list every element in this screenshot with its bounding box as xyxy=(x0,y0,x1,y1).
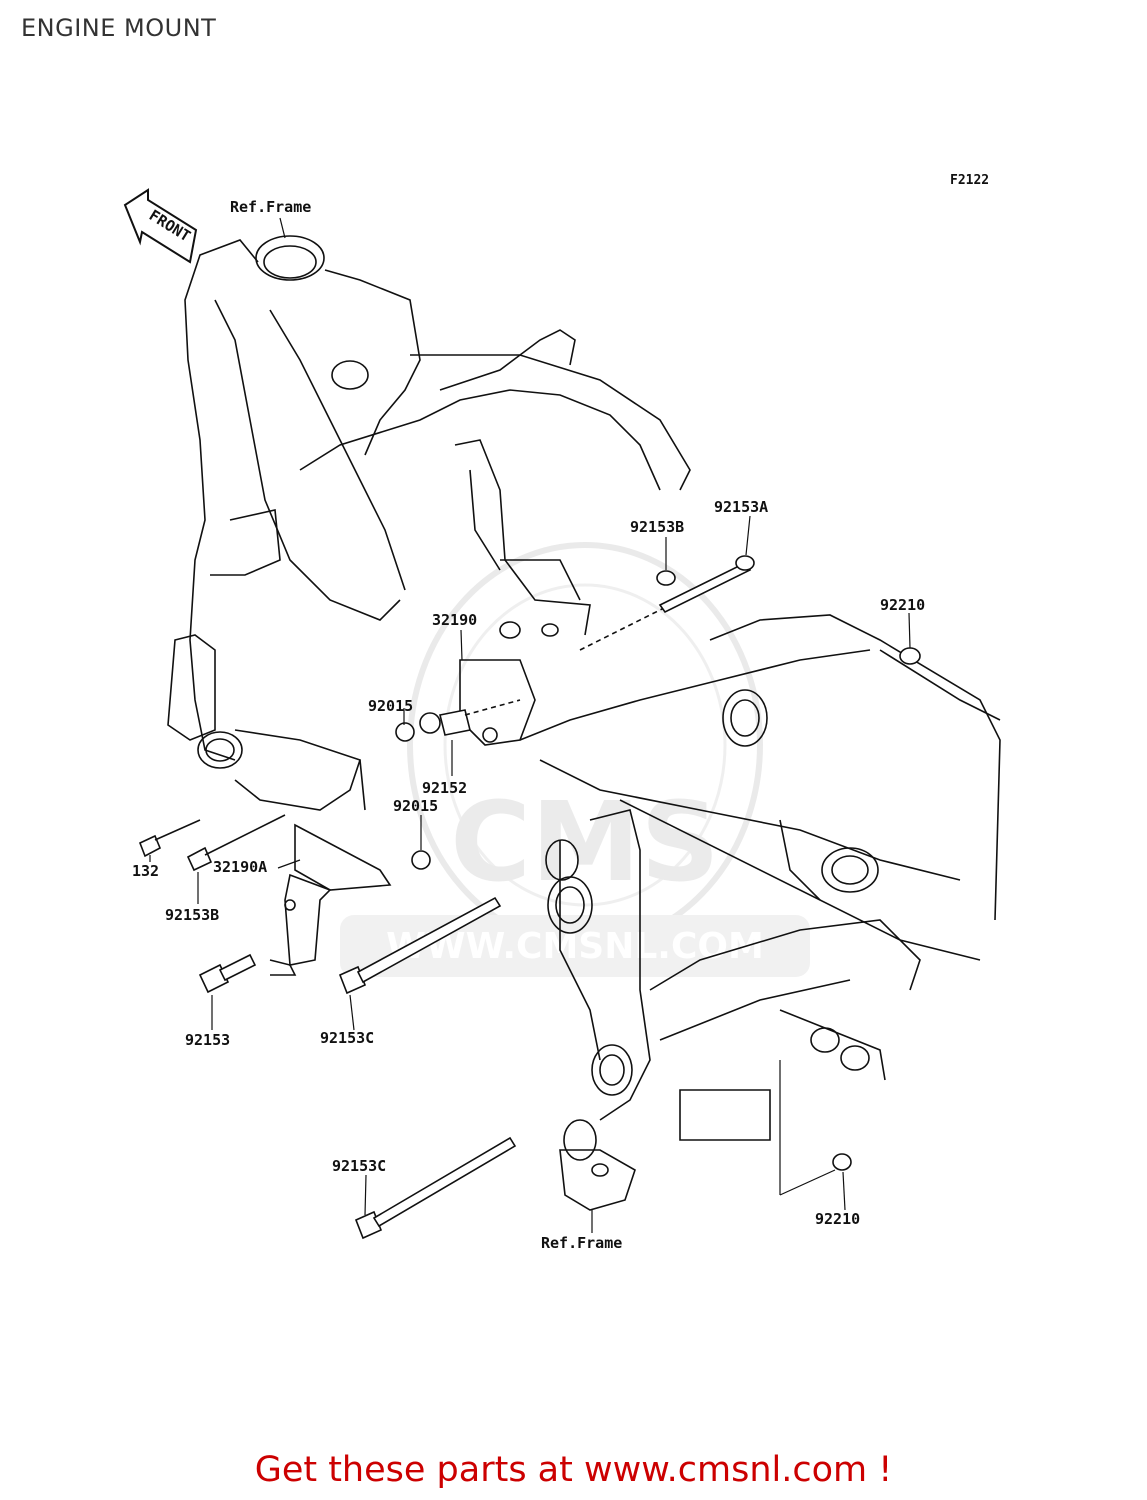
bracket-32190a-drawing xyxy=(269,823,392,976)
cta-link[interactable]: Get these parts at www.cmsnl.com ! xyxy=(254,1450,893,1490)
fasteners-drawing xyxy=(138,555,921,1240)
front-arrow-icon: FRONT xyxy=(123,188,198,264)
callout-32190a: 32190A xyxy=(213,858,267,876)
callout-92153c-bottom: 92153C xyxy=(332,1157,386,1175)
callout-92153b-top: 92153B xyxy=(630,518,684,536)
lower-frame-drawing xyxy=(519,614,1001,1211)
watermark: CMS WWW.CMSNL.COM xyxy=(340,542,810,977)
callout-92152: 92152 xyxy=(422,779,467,797)
upper-frame-drawing xyxy=(167,235,691,811)
leader-lines xyxy=(149,217,911,1233)
callout-92153a: 92153A xyxy=(714,498,768,516)
callout-92210-bottom: 92210 xyxy=(815,1210,860,1228)
svg-text:CMS: CMS xyxy=(450,778,719,906)
page-title: ENGINE MOUNT xyxy=(21,14,217,42)
callout-32190: 32190 xyxy=(432,611,477,629)
callout-92153b-bottom: 92153B xyxy=(165,906,219,924)
callout-92210-top: 92210 xyxy=(880,596,925,614)
callout-92153c-mid: 92153C xyxy=(320,1029,374,1047)
figure-code: F2122 xyxy=(950,173,989,188)
callout-ref-frame-bottom: Ref.Frame xyxy=(541,1234,622,1252)
callout-132: 132 xyxy=(132,862,159,880)
callout-92015-b: 92015 xyxy=(393,797,438,815)
callout-92015-a: 92015 xyxy=(368,697,413,715)
callout-labels: Ref.Frame 92153A 92153B 92210 32190 9201… xyxy=(132,198,925,1252)
callout-ref-frame-top: Ref.Frame xyxy=(230,198,311,216)
callout-92153: 92153 xyxy=(185,1031,230,1049)
